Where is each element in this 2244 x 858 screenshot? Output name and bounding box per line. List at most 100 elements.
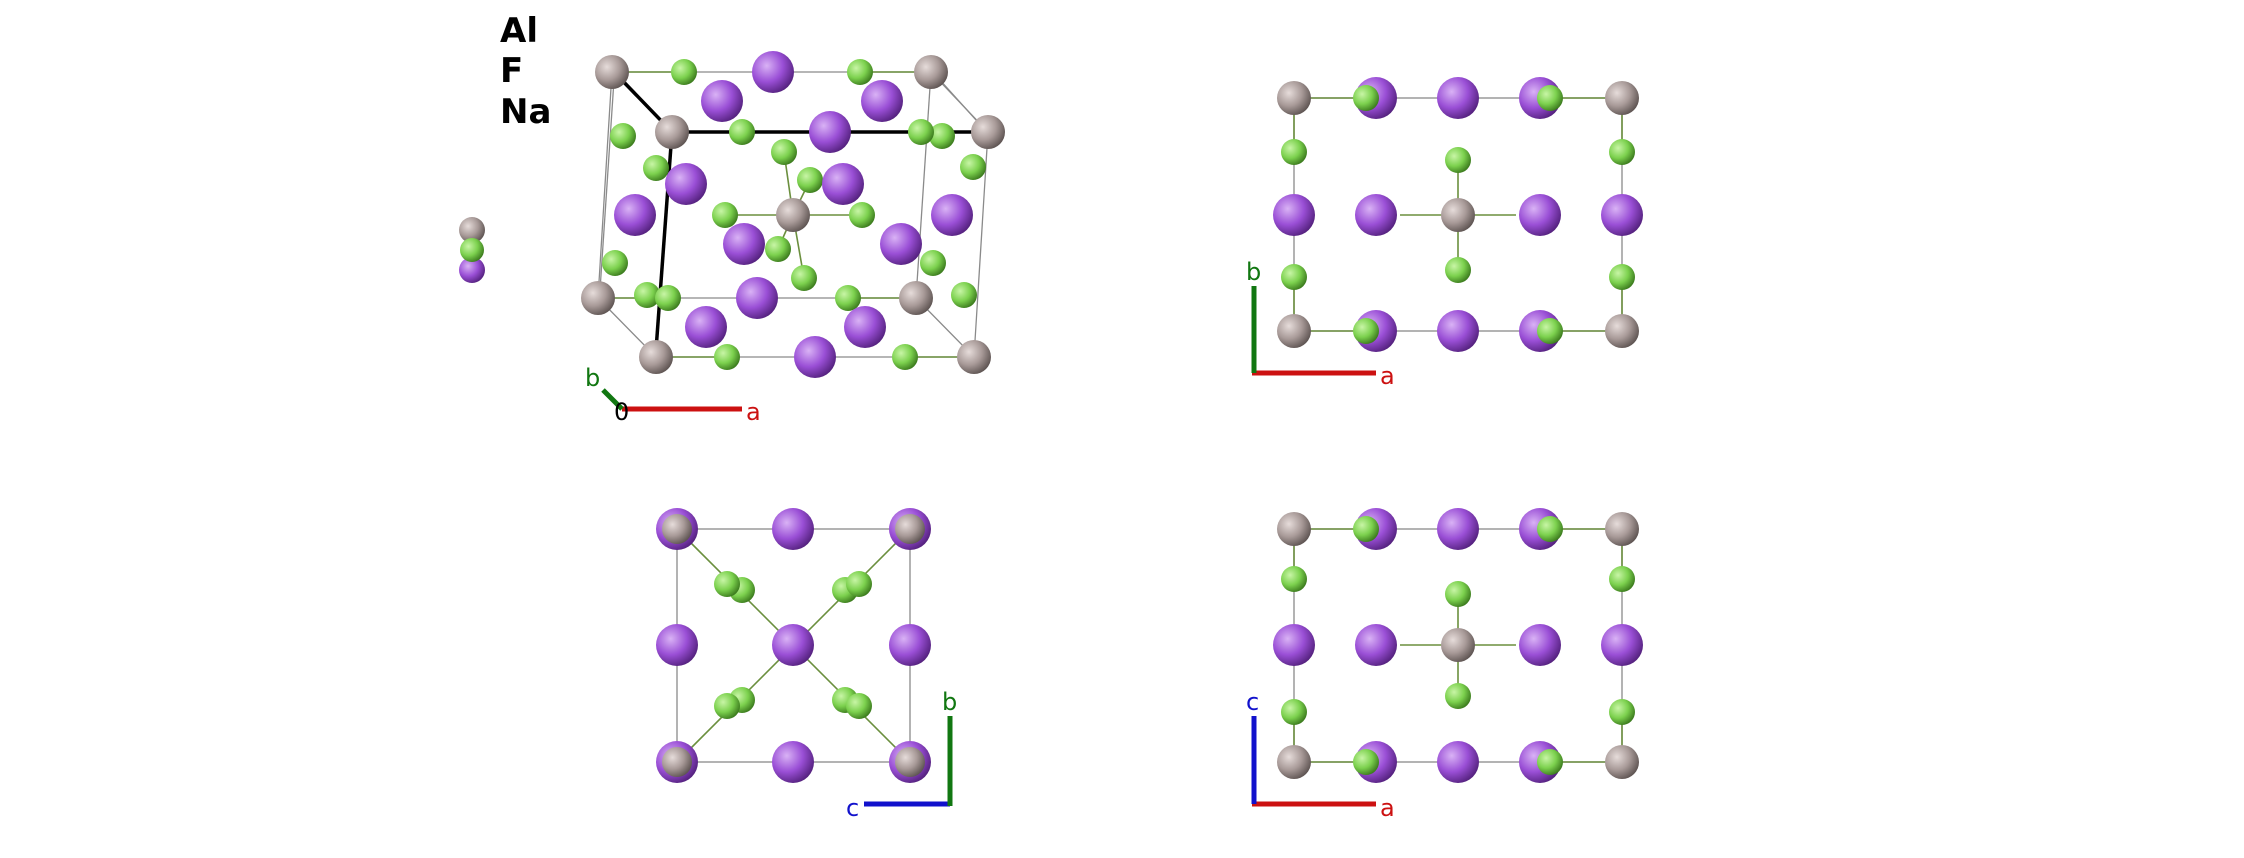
element-legend: Al F Na (500, 11, 551, 132)
atom-na (614, 194, 656, 236)
atom-al (1277, 314, 1311, 348)
atom-na (844, 306, 886, 348)
axis-label-a: a (1380, 794, 1395, 822)
atom-f (1609, 699, 1635, 725)
axes-ac: a c (1246, 688, 1395, 822)
atom-al (957, 340, 991, 374)
atom-na (889, 624, 931, 666)
atom-f (920, 250, 946, 276)
panel-ac-projection: a c (1246, 508, 1643, 822)
atom-al (914, 55, 948, 89)
atom-na (1437, 77, 1479, 119)
legend-label-na: Na (500, 92, 551, 132)
atoms-ab (1273, 77, 1643, 352)
atom-na (685, 306, 727, 348)
atom-f (1609, 566, 1635, 592)
atom-al (1605, 314, 1639, 348)
atom-na (1519, 624, 1561, 666)
atom-f (1281, 566, 1307, 592)
atom-f (1353, 749, 1379, 775)
legend-label-al: Al (500, 11, 538, 51)
atom-al (1277, 81, 1311, 115)
atom-f (771, 139, 797, 165)
atom-f (1445, 257, 1471, 283)
axis-label-c: c (846, 794, 859, 822)
atom-f (671, 59, 697, 85)
legend-label-f: F (500, 51, 523, 91)
atom-al (581, 281, 615, 315)
atom-f (643, 155, 669, 181)
atom-na (880, 223, 922, 265)
atom-f (797, 167, 823, 193)
panel-ab-projection: a b (1246, 77, 1643, 390)
atom-f (1445, 581, 1471, 607)
atom-f (714, 571, 740, 597)
atom-f (1537, 85, 1563, 111)
atoms-ac (1273, 508, 1643, 783)
atom-al (776, 198, 810, 232)
atom-na (931, 194, 973, 236)
atom-na (861, 80, 903, 122)
atom-na (772, 624, 814, 666)
atom-f (1537, 516, 1563, 542)
atom-f (1445, 147, 1471, 173)
atom-na (1355, 624, 1397, 666)
axes-ab: a b (1246, 258, 1395, 390)
panel-cb-projection: c b (656, 508, 957, 822)
axes-cb: c b (846, 688, 957, 822)
atom-al (1441, 628, 1475, 662)
swatch-na (459, 257, 485, 283)
atom-na (1601, 624, 1643, 666)
atom-na (1601, 194, 1643, 236)
atom-f (846, 571, 872, 597)
atom-f (849, 202, 875, 228)
atom-na (1437, 741, 1479, 783)
atom-f (847, 59, 873, 85)
atom-f (951, 282, 977, 308)
atom-f (765, 236, 791, 262)
atom-f (1537, 318, 1563, 344)
atom-f (610, 123, 636, 149)
atom-f (634, 282, 660, 308)
swatch-al (459, 217, 485, 243)
atom-f (1609, 264, 1635, 290)
axis-label-a: a (1380, 362, 1395, 390)
atom-al (655, 115, 689, 149)
atom-f (714, 693, 740, 719)
atom-al (899, 281, 933, 315)
atom-al (1277, 745, 1311, 779)
atom-f (602, 250, 628, 276)
atom-f (1353, 85, 1379, 111)
atom-f (714, 344, 740, 370)
atom-al (1605, 512, 1639, 546)
atom-na (1355, 194, 1397, 236)
atom-al (1441, 198, 1475, 232)
atom-f (908, 119, 934, 145)
atom-na (736, 277, 778, 319)
atom-al (662, 514, 692, 544)
atom-na (809, 111, 851, 153)
atom-f (729, 119, 755, 145)
swatch-f (460, 238, 484, 262)
legend-swatches (459, 217, 485, 283)
atom-na (772, 508, 814, 550)
axis-label-b: b (1246, 258, 1261, 286)
atoms-cb (656, 508, 931, 783)
atom-al (662, 747, 692, 777)
atom-f (835, 285, 861, 311)
axes-perspective: a b 0 (585, 364, 761, 426)
atom-f (960, 154, 986, 180)
atom-na (723, 223, 765, 265)
atom-na (665, 163, 707, 205)
atom-al (895, 747, 925, 777)
atom-na (1519, 194, 1561, 236)
atom-al (639, 340, 673, 374)
atoms-perspective (581, 51, 1005, 378)
axis-label-b: b (585, 364, 600, 392)
axis-b (601, 388, 624, 411)
axis-label-origin: 0 (614, 398, 629, 426)
panel-perspective: a b 0 (581, 51, 1005, 426)
atom-f (791, 265, 817, 291)
atom-f (1353, 318, 1379, 344)
